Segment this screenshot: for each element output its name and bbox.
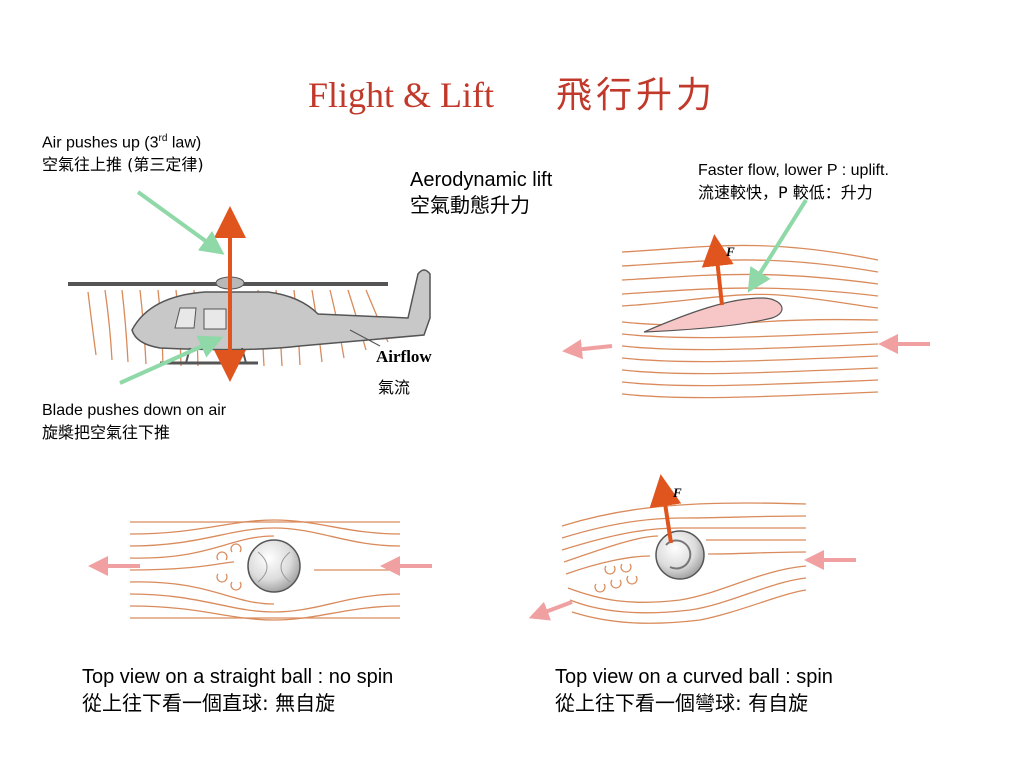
curved-ball-caption-zh: 從上往下看一個彎球: 有自旋 (555, 691, 809, 715)
straight-ball-caption: Top view on a straight ball : no spin 從上… (82, 664, 393, 716)
airfoil-lift-arrow (701, 234, 734, 306)
curved-ball-caption-en: Top view on a curved ball : spin (555, 666, 833, 688)
curved-ball-wake (594, 563, 638, 593)
straight-ball-diagram (88, 519, 432, 621)
curved-ball-force-symbol: F (672, 485, 682, 500)
faster-flow-label: Faster flow, lower P : uplift. 流速較快，P 較低… (698, 160, 889, 204)
ordinal-suffix: rd (158, 133, 168, 144)
blade-pushes-down-en: Blade pushes down on air (42, 402, 227, 419)
page-title: Flight & Lift 飛行升力 (0, 66, 1024, 118)
straight-ball-caption-en: Top view on a straight ball : no spin (82, 666, 394, 688)
airfoil-wing (643, 297, 783, 333)
title-english: Flight & Lift (307, 75, 494, 115)
aerodynamic-lift-zh: 空氣動態升力 (410, 193, 530, 217)
air-pushes-up-text: Air pushes up (3 (42, 134, 159, 152)
airfoil-force-symbol: F (725, 244, 735, 259)
title-chinese: 飛行升力 (556, 75, 717, 116)
curved-ball-streamlines (561, 502, 807, 624)
air-pushes-up-label: Air pushes up (3rd law) 空氣往上推 (第三定律) (42, 128, 204, 176)
straight-ball-caption-zh: 從上往下看一個直球: 無自旋 (82, 691, 336, 715)
pointer-air-pushes-up (136, 190, 225, 255)
blade-pushes-down-label: Blade pushes down on air 旋槳把空氣往下推 (42, 400, 226, 444)
pointer-faster-flow (747, 198, 808, 293)
faster-flow-en: Faster flow, lower P : uplift. (698, 162, 889, 179)
outflow-arrow-curved (528, 600, 573, 621)
curved-ball-caption: Top view on a curved ball : spin 從上往下看一個… (555, 664, 833, 716)
straight-ball-streamlines (129, 519, 401, 621)
aerodynamic-lift-en: Aerodynamic lift (410, 169, 553, 191)
airflow-label-zh: 氣流 (378, 378, 410, 397)
spin-direction-icon (665, 539, 692, 570)
helicopter-diagram: Airflow 氣流 (68, 190, 432, 397)
faster-flow-zh: 流速較快，P 較低：升力 (698, 183, 873, 202)
cockpit-window (174, 307, 197, 329)
blade-pushes-down-zh: 旋槳把空氣往下推 (42, 423, 171, 442)
air-pushes-up-zh: 空氣往上推 (第三定律) (42, 155, 204, 175)
pointer-blade-pushes-down (119, 335, 224, 385)
outflow-arrow-airfoil (562, 339, 613, 360)
straight-ball-wake (216, 543, 242, 591)
cabin-window (203, 308, 227, 330)
helicopter-body (131, 269, 431, 351)
airflow-label: Airflow (376, 347, 432, 366)
curved-ball-diagram: F (528, 474, 856, 624)
airfoil-streamlines (621, 244, 879, 399)
airfoil-diagram: F (562, 198, 930, 399)
aerodynamic-lift-label: Aerodynamic lift 空氣動態升力 (410, 168, 552, 218)
air-pushes-up-text-end: law) (167, 134, 202, 152)
curved-ball-force-arrow (649, 474, 682, 544)
curved-ball (655, 530, 705, 580)
straight-ball (247, 539, 301, 593)
